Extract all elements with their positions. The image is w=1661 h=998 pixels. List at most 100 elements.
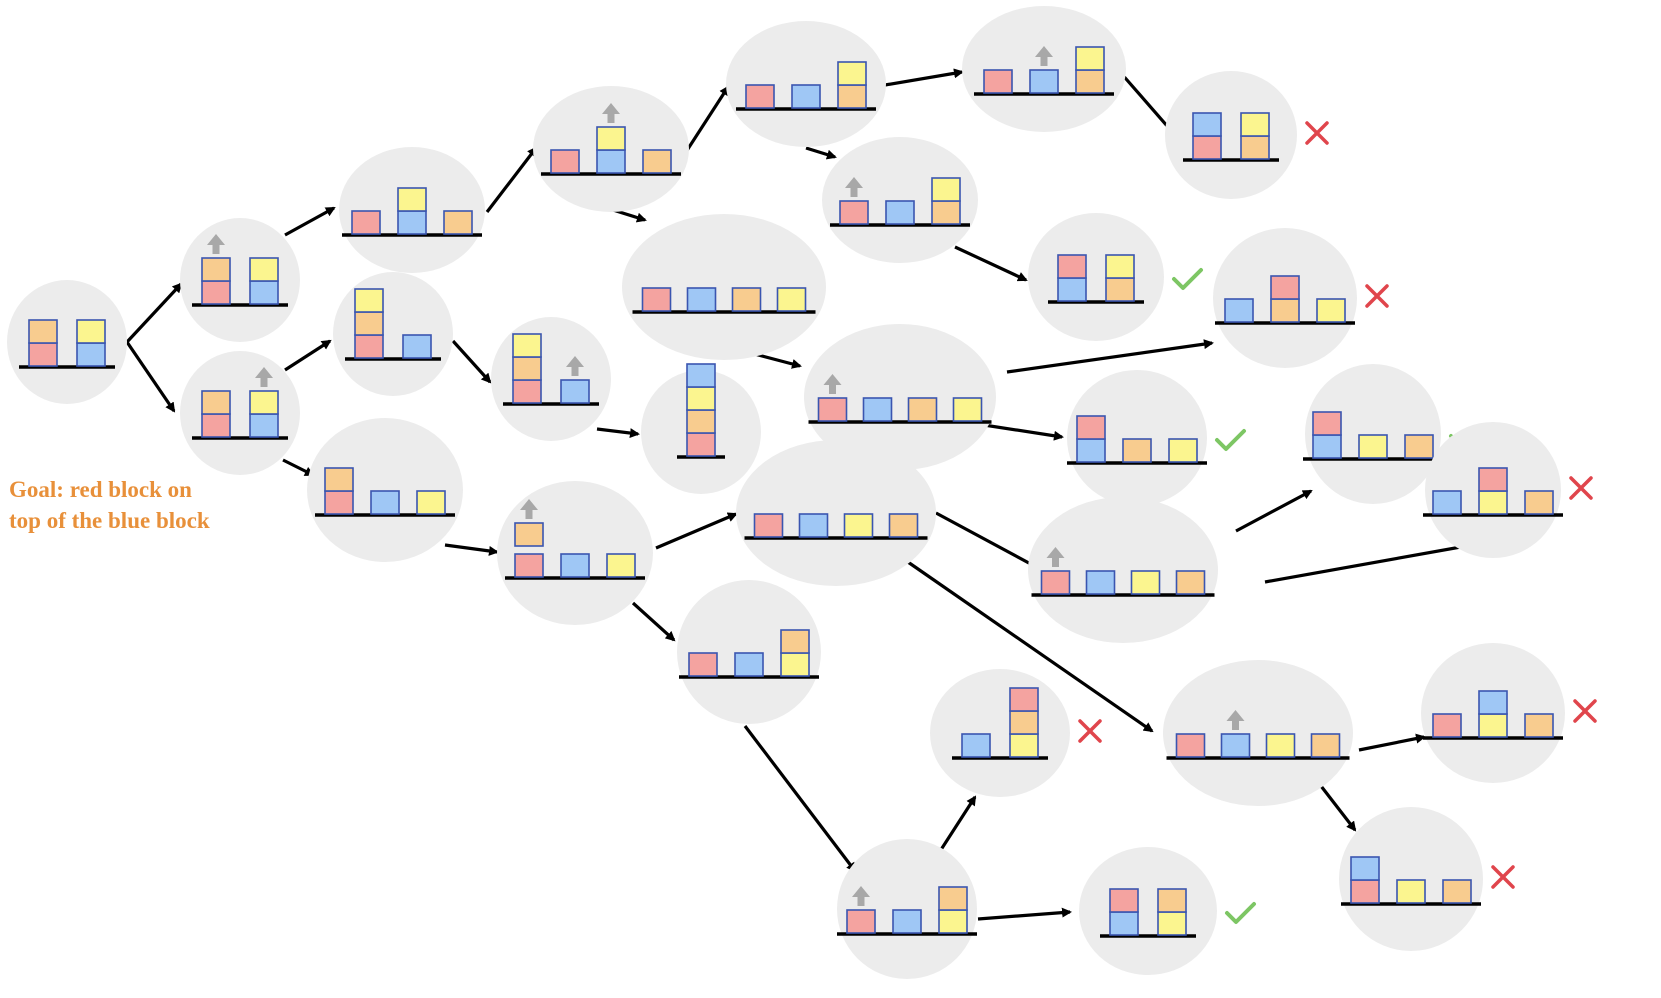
goal-line-2: top of the blue block [9, 508, 210, 533]
edge-s9-to-s14 [884, 68, 964, 87]
red-block [1350, 879, 1380, 904]
state-node [1339, 807, 1515, 951]
edge-s13-to-s19 [743, 725, 857, 873]
state-node [1067, 370, 1246, 506]
red-block [1109, 888, 1139, 913]
yellow-block [606, 553, 636, 578]
red-block [1009, 687, 1039, 712]
edge-s19-to-s29 [977, 907, 1072, 921]
blue-block [885, 200, 915, 225]
orange-block [1175, 570, 1206, 595]
state-node [1423, 422, 1593, 558]
red-block [745, 84, 775, 109]
yellow-block [1009, 733, 1039, 758]
yellow-block [1265, 733, 1296, 758]
state-node [333, 272, 453, 396]
edge-s6-to-s9 [682, 85, 730, 156]
state-node [180, 351, 300, 475]
red-block [1175, 733, 1206, 758]
orange-block [1310, 733, 1341, 758]
red-block [688, 652, 718, 677]
red-block [351, 210, 381, 235]
yellow-block [354, 288, 384, 313]
orange-block [1009, 710, 1039, 735]
red-block [201, 413, 231, 438]
state-bubble [962, 6, 1126, 132]
yellow-block [397, 187, 427, 212]
orange-block [1075, 69, 1105, 94]
yellow-block [1240, 112, 1270, 137]
orange-block [354, 311, 384, 336]
yellow-block [416, 490, 446, 515]
blue-block [734, 652, 764, 677]
yellow-block [776, 287, 807, 312]
state-bubble [491, 317, 611, 441]
state-bubble [1305, 364, 1441, 504]
blue-block [1432, 490, 1462, 515]
yellow-block [843, 513, 874, 538]
state-node [1165, 71, 1329, 199]
orange-block [1442, 879, 1472, 904]
red-block [983, 69, 1013, 94]
edge-s15-to-s21 [954, 245, 1028, 282]
check-icon [1225, 902, 1256, 924]
cross-icon [1573, 699, 1597, 723]
blue-block [397, 210, 427, 235]
blue-block [892, 909, 922, 934]
state-node [822, 137, 978, 263]
orange-block [642, 149, 672, 174]
red-block [28, 342, 58, 367]
yellow-block [780, 652, 810, 677]
blue-block [686, 363, 716, 388]
yellow-block [931, 177, 961, 202]
red-block [1312, 411, 1342, 436]
state-node [1028, 497, 1218, 643]
nodes [7, 6, 1597, 979]
orange-block [1270, 298, 1300, 323]
yellow-block [1396, 879, 1426, 904]
state-bubble [1165, 71, 1297, 199]
lift-arrow-icon [207, 234, 225, 254]
orange-block [780, 629, 810, 654]
blue-block [1220, 733, 1251, 758]
blue-block [1029, 69, 1059, 94]
state-node [1079, 847, 1256, 975]
blue-block [686, 287, 717, 312]
red-block [1057, 254, 1087, 279]
red-block [1270, 275, 1300, 300]
orange-block [201, 257, 231, 282]
yellow-block [952, 397, 983, 422]
state-bubble [1079, 847, 1217, 975]
goal-text: Goal: red block on top of the blue block [9, 474, 269, 536]
blue-block [1057, 277, 1087, 302]
state-node [7, 280, 127, 404]
red-block [846, 909, 876, 934]
edge-s0-to-s2 [125, 341, 176, 413]
orange-block [324, 467, 354, 492]
yellow-block [249, 390, 279, 415]
state-bubble [180, 218, 300, 342]
red-block [1040, 570, 1071, 595]
state-node [641, 363, 761, 494]
red-block [354, 334, 384, 359]
orange-block [443, 210, 473, 235]
red-block [817, 397, 848, 422]
state-node [533, 86, 689, 212]
state-node [497, 481, 653, 625]
state-bubble [804, 324, 996, 470]
state-node [1213, 228, 1389, 368]
blue-block [560, 553, 590, 578]
state-bubble [497, 481, 653, 625]
red-block [1192, 135, 1222, 160]
blue-block [1085, 570, 1116, 595]
red-block [753, 513, 784, 538]
yellow-block [512, 333, 542, 358]
state-bubble [180, 351, 300, 475]
orange-block [686, 409, 716, 434]
orange-block [938, 886, 968, 911]
goal-line-1: Goal: red block on [9, 477, 192, 502]
blue-block [596, 149, 626, 174]
edge-s0-to-s1 [125, 282, 183, 344]
check-icon [1172, 268, 1203, 290]
lift-arrow-icon [1046, 547, 1065, 567]
